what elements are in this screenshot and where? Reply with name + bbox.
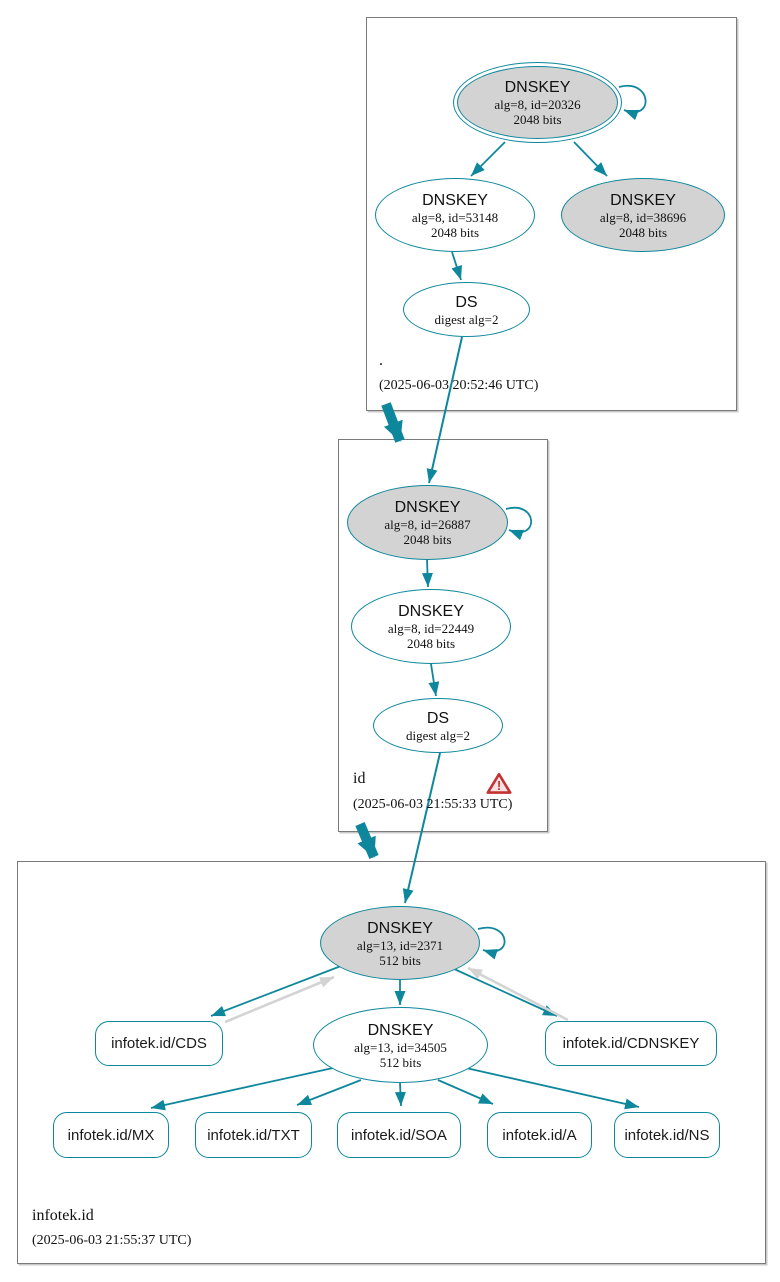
zone-box-infotek-id (17, 861, 766, 1264)
dnskey-node-26887[interactable]: DNSKEY alg=8, id=26887 2048 bits (347, 485, 508, 560)
edge-id-ds-to-infotek-ksk (402, 752, 441, 904)
dnskey-alg-id: alg=13, id=34505 (354, 1039, 447, 1055)
dnskey-alg-id: alg=8, id=20326 (494, 97, 581, 112)
edge-root-ds-to-id-ksk (426, 336, 463, 484)
dnskey-node-53148[interactable]: DNSKEY alg=8, id=53148 2048 bits (375, 178, 535, 252)
rrset-node-txt[interactable]: infotek.id/TXT (195, 1112, 312, 1158)
rrset-node-a[interactable]: infotek.id/A (487, 1112, 592, 1158)
edge-infotek-zsk-to-ns (465, 1067, 640, 1110)
dnskey-bits: 2048 bits (513, 112, 562, 127)
dnskey-alg-id: alg=8, id=26887 (384, 517, 471, 532)
dnskey-title: DNSKEY (398, 603, 464, 620)
warning-icon[interactable]: ! (486, 772, 512, 795)
dnskey-title: DNSKEY (422, 191, 488, 209)
edge-id-ksk-self-sign (505, 506, 532, 541)
dnskey-alg-id: alg=8, id=22449 (387, 621, 475, 636)
ds-digest: digest alg=2 (434, 311, 499, 327)
ds-node-root[interactable]: DS digest alg=2 (403, 282, 530, 337)
zone-name-infotek-id: infotek.id (32, 1207, 94, 1224)
dnskey-alg-id: alg=8, id=38696 (599, 209, 687, 225)
ds-digest: digest alg=2 (405, 727, 471, 743)
rrset-label: infotek.id/A (502, 1126, 577, 1144)
dnskey-alg-id: alg=13, id=2371 (356, 937, 444, 953)
rrset-node-cdnskey[interactable]: infotek.id/CDNSKEY (545, 1021, 717, 1066)
zone-timestamp-infotek-id: (2025-06-03 21:55:37 UTC) (32, 1233, 192, 1248)
dnskey-bits: 2048 bits (618, 224, 668, 240)
dnskey-bits: 2048 bits (403, 532, 452, 547)
dnskey-bits: 2048 bits (430, 224, 480, 240)
rrset-label: infotek.id/SOA (351, 1126, 447, 1144)
edge-delegation-id-to-infotek (355, 822, 379, 859)
edge-infotek-zsk-to-txt (296, 1079, 362, 1106)
dnskey-title: DNSKEY (394, 499, 461, 516)
edge-infotek-zsk-to-soa (394, 1082, 406, 1107)
rrset-node-mx[interactable]: infotek.id/MX (53, 1112, 169, 1158)
rrset-label: infotek.id/CDNSKEY (562, 1035, 700, 1052)
dnskey-node-2371[interactable]: DNSKEY alg=13, id=2371 512 bits (320, 906, 480, 980)
edge-infotek-zsk-to-mx (150, 1067, 334, 1111)
edge-root-ksk-to-zsk (470, 141, 506, 177)
edge-infotek-ksk-self-sign (477, 926, 506, 960)
edge-root-ksk-to-key38696 (573, 141, 608, 177)
warning-exclamation: ! (497, 778, 501, 793)
ds-title: DS (426, 709, 450, 727)
rrset-label: infotek.id/TXT (207, 1126, 300, 1144)
dnskey-title: DNSKEY (610, 191, 676, 209)
dnskey-node-20326[interactable]: DNSKEY alg=8, id=20326 2048 bits (453, 62, 622, 143)
edge-cds-to-infotek-ksk (224, 975, 335, 1024)
edge-root-zsk-to-ds (451, 251, 462, 281)
dnskey-bits: 512 bits (379, 952, 421, 968)
edge-id-zsk-to-ds (428, 663, 440, 697)
ds-title: DS (455, 293, 478, 311)
edge-infotek-ksk-to-cdnskey (451, 967, 558, 1017)
rrset-label: infotek.id/MX (67, 1126, 155, 1144)
dnskey-bits: 2048 bits (406, 636, 456, 651)
zone-box-root (366, 17, 737, 411)
dnskey-title: DNSKEY (367, 1021, 434, 1039)
edge-delegation-root-to-id (381, 402, 405, 443)
dnskey-node-38696[interactable]: DNSKEY alg=8, id=38696 2048 bits (561, 178, 725, 252)
edge-infotek-zsk-to-a (437, 1079, 494, 1105)
dnskey-title: DNSKEY (367, 919, 433, 937)
edge-cdnskey-to-infotek-ksk (467, 966, 569, 1022)
edge-root-ksk-self-sign (618, 84, 647, 121)
zone-timestamp-id: (2025-06-03 21:55:33 UTC) (353, 797, 513, 812)
dnskey-node-34505[interactable]: DNSKEY alg=13, id=34505 512 bits (313, 1007, 488, 1083)
edge-id-ksk-to-zsk (421, 559, 433, 588)
rrset-node-cds[interactable]: infotek.id/CDS (95, 1021, 223, 1066)
edge-infotek-ksk-to-cds (210, 965, 342, 1017)
dnskey-alg-id: alg=8, id=53148 (411, 209, 499, 225)
rrset-node-soa[interactable]: infotek.id/SOA (337, 1112, 461, 1158)
dnskey-node-22449[interactable]: DNSKEY alg=8, id=22449 2048 bits (351, 589, 511, 664)
ds-node-id[interactable]: DS digest alg=2 (373, 698, 503, 753)
zone-box-id (338, 439, 548, 832)
rrset-node-ns[interactable]: infotek.id/NS (614, 1112, 720, 1158)
rrset-label: infotek.id/CDS (111, 1035, 207, 1052)
dnskey-bits: 512 bits (379, 1054, 422, 1070)
zone-name-id: id (353, 770, 366, 787)
zone-name-root: . (379, 352, 383, 369)
rrset-label: infotek.id/NS (624, 1126, 710, 1144)
zone-timestamp-root: (2025-06-03 20:52:46 UTC) (379, 378, 539, 393)
dnskey-title: DNSKEY (504, 79, 571, 96)
